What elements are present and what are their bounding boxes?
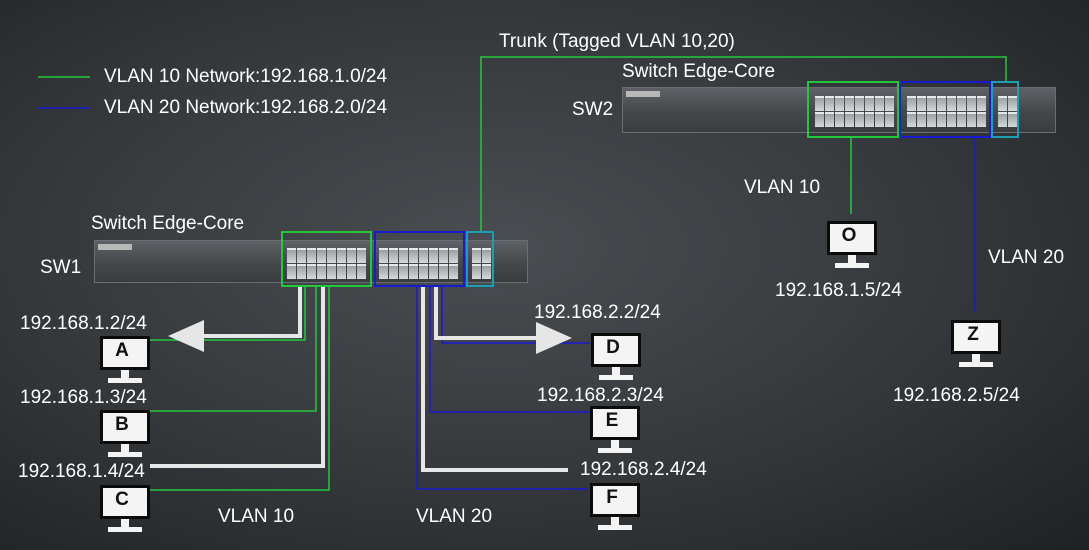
host-d-letter: D	[606, 337, 620, 358]
link-sw1-b	[150, 286, 317, 412]
sw2-ports-vlan10	[815, 96, 894, 127]
link-sw1-e	[429, 286, 590, 413]
host-d-ip: 192.168.2.2/24	[534, 302, 661, 323]
sw2-trunk-group	[991, 81, 1019, 138]
sw1-ports-trunk	[472, 248, 491, 279]
host-a-monitor-icon: A	[100, 336, 150, 388]
sw2-name-label: SW2	[572, 99, 614, 120]
sw1-trunk-group	[466, 231, 494, 287]
flow-arrow-to-d	[434, 286, 572, 354]
legend-label-vlan10: VLAN 10 Network:192.168.1.0/24	[104, 66, 388, 87]
trunk-label: Trunk (Tagged VLAN 10,20)	[499, 31, 735, 52]
host-o-ip: 192.168.1.5/24	[775, 280, 902, 301]
sw2-ports-trunk	[998, 96, 1017, 127]
sw2-vlan20-group	[899, 81, 991, 138]
link-sw1-f	[416, 286, 588, 490]
link-sw1-c	[150, 286, 330, 491]
host-o-letter: O	[841, 225, 857, 246]
trunk-link	[480, 56, 1007, 233]
sw2-model-label: Switch Edge-Core	[622, 61, 776, 82]
host-e-letter: E	[605, 410, 619, 431]
sw1-vlan10-label: VLAN 10	[218, 506, 295, 527]
sw2-vlan10-group	[807, 81, 899, 138]
sw1-model-label: Switch Edge-Core	[91, 213, 245, 234]
host-b-letter: B	[115, 414, 129, 435]
sw2-brand-logo	[626, 91, 660, 97]
host-b-monitor-icon: B	[100, 410, 150, 462]
sw2-vlan10-label: VLAN 10	[744, 177, 821, 198]
host-o-monitor-icon: O	[827, 221, 877, 273]
host-z-letter: Z	[967, 324, 979, 345]
link-sw1-a	[150, 286, 306, 341]
sw1-brand-logo	[98, 244, 132, 250]
host-c-monitor-icon: C	[100, 485, 150, 537]
host-f-monitor-icon: F	[590, 483, 640, 535]
sw1-switch	[94, 240, 528, 283]
sw1-vlan10-group	[281, 231, 372, 287]
sw2-ports-vlan20	[907, 96, 986, 127]
sw2-vlan20-label: VLAN 20	[988, 247, 1065, 268]
host-e-ip: 192.168.2.3/24	[537, 385, 664, 406]
host-c-letter: C	[115, 489, 129, 510]
flow-arrow-to-f	[421, 286, 568, 472]
sw1-vlan20-label: VLAN 20	[416, 506, 493, 527]
host-a-letter: A	[115, 340, 129, 361]
host-f-letter: F	[606, 487, 618, 508]
sw2-switch	[622, 87, 1056, 133]
host-z-ip: 192.168.2.5/24	[893, 385, 1020, 406]
legend-label-vlan20: VLAN 20 Network:192.168.2.0/24	[104, 97, 388, 118]
flow-arrow-to-a	[168, 286, 302, 352]
host-a-ip: 192.168.1.2/24	[20, 313, 147, 334]
sw1-vlan20-group	[374, 231, 465, 287]
flow-arrow-to-b-c	[150, 286, 325, 468]
sw1-ports-vlan10	[287, 248, 366, 279]
host-z-monitor-icon: Z	[951, 320, 1001, 372]
sw1-name-label: SW1	[40, 257, 82, 278]
host-c-ip: 192.168.1.4/24	[18, 461, 145, 482]
host-f-ip: 192.168.2.4/24	[580, 459, 707, 480]
host-e-monitor-icon: E	[590, 406, 640, 458]
sw1-ports-vlan20	[379, 248, 458, 279]
host-b-ip: 192.168.1.3/24	[20, 387, 147, 408]
host-d-monitor-icon: D	[591, 333, 641, 385]
